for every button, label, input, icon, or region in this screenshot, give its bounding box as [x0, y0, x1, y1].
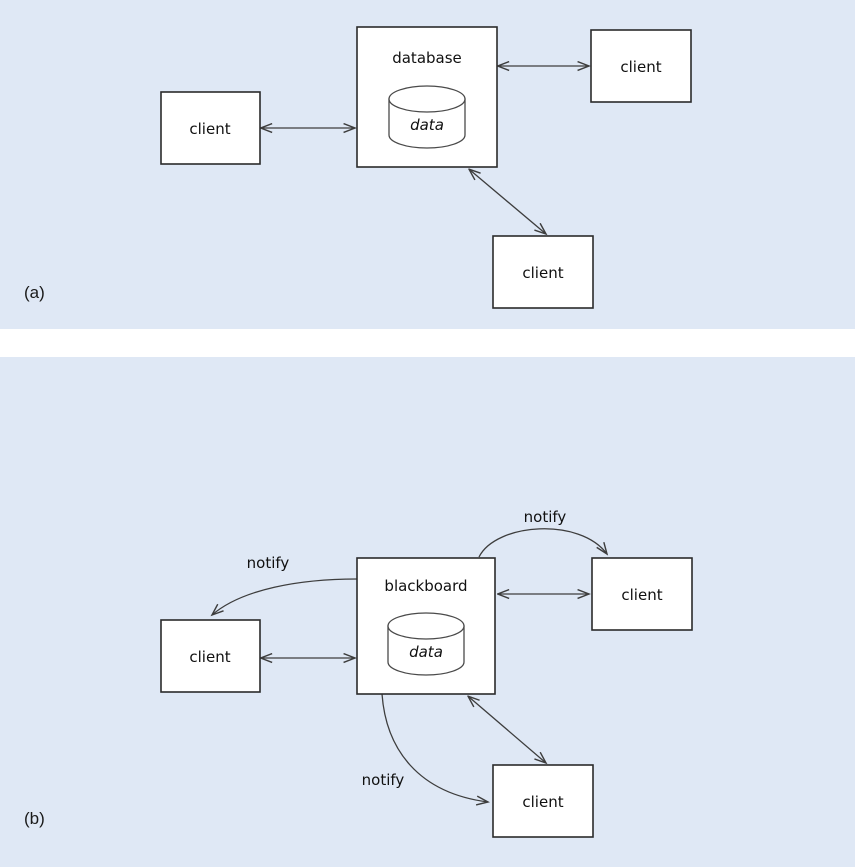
- datastore-label-b: data: [409, 643, 443, 661]
- datastore-cylinder-a: [388, 85, 466, 149]
- edge-notify-client-topright: [478, 528, 609, 558]
- node-database-label: database: [392, 49, 462, 67]
- panel-a-caption: (a): [24, 283, 45, 302]
- node-client-topright-a[interactable]: [590, 29, 692, 103]
- panel-b-caption: (b): [24, 809, 45, 828]
- edge-notify-client-bottom: [381, 693, 490, 806]
- node-blackboard-label: blackboard: [384, 577, 467, 595]
- node-client-topright-b-label: client: [621, 586, 662, 604]
- node-client-bottom-a-label: client: [522, 264, 563, 282]
- panel-a-diagram: database data client client client: [160, 26, 692, 309]
- node-client-left-b-label: client: [189, 648, 230, 666]
- datastore-label-a: data: [410, 116, 444, 134]
- datastore-cylinder-b: [387, 612, 465, 676]
- edge-notify-client-left-label: notify: [247, 554, 290, 572]
- edge-notify-client-topright-label: notify: [524, 508, 567, 526]
- node-client-topright-b[interactable]: [591, 557, 693, 631]
- node-client-bottom-b[interactable]: [492, 764, 594, 838]
- node-client-left-a-label: client: [189, 120, 230, 138]
- edge-blackboard-client-bottom: [469, 697, 546, 763]
- node-client-left-a[interactable]: [160, 91, 261, 165]
- edge-database-client-bottom: [470, 170, 546, 234]
- node-client-left-b[interactable]: [160, 619, 261, 693]
- node-client-topright-a-label: client: [620, 58, 661, 76]
- node-client-bottom-b-label: client: [522, 793, 563, 811]
- node-client-bottom-a[interactable]: [492, 235, 594, 309]
- edge-notify-client-bottom-label: notify: [362, 771, 405, 789]
- panel-b: notify notify notify blackboard data cli…: [0, 357, 855, 867]
- panel-a: database data client client client (a): [0, 0, 855, 329]
- panel-b-diagram: notify notify notify blackboard data cli…: [160, 508, 693, 838]
- edge-notify-client-left: [210, 578, 358, 617]
